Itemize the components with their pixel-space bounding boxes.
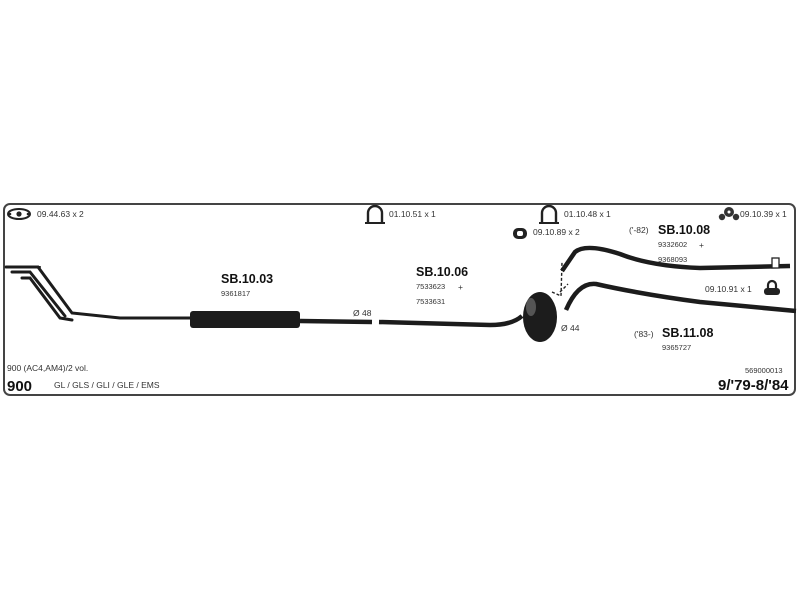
- pipe-diameter: Ø 48: [353, 308, 372, 318]
- u-clamp-icon: [539, 204, 559, 224]
- tailpipe-late: [563, 281, 797, 314]
- u-clamp-icon: [365, 204, 385, 224]
- outlet-diameter: Ø 44: [561, 323, 580, 333]
- diagram-frame: [3, 203, 796, 396]
- part-number: 9368093: [658, 255, 688, 264]
- model-name: 900: [7, 378, 33, 395]
- hanger-part-label: 09.10.39 x 1: [740, 209, 787, 219]
- front-silencer: [190, 311, 300, 328]
- vehicle-variant: 900 (AC4,AM4)/2 vol.: [7, 363, 89, 373]
- section-code: SB.10.03: [221, 272, 274, 286]
- part-number: 9361817: [221, 289, 251, 298]
- part-number: 9365727: [662, 343, 692, 352]
- section-code: SB.10.06: [416, 265, 469, 279]
- diagram-number: 569000013: [745, 366, 783, 375]
- tail-tip: [771, 257, 780, 269]
- tailpipe-early: [560, 245, 791, 273]
- part-number: 9332602: [658, 240, 688, 249]
- hanger-part-label: 09.10.91 x 1: [705, 284, 752, 294]
- plus-sign: +: [699, 240, 704, 250]
- section-code: SB.10.08: [658, 223, 711, 237]
- gasket-part-label: 09.44.63 x 2: [37, 209, 84, 219]
- mounting-rubber-icon: [513, 228, 527, 239]
- section-code: SB.11.08: [662, 326, 714, 340]
- part-number: 7533631: [416, 297, 446, 306]
- clamp-part-label: 01.10.48 x 1: [564, 209, 611, 219]
- hanger-icon: [764, 279, 780, 295]
- rubber-hanger-icon: [718, 207, 740, 221]
- rear-silencer: [523, 292, 557, 342]
- gasket-icon: [7, 208, 31, 220]
- plus-sign: +: [458, 282, 463, 292]
- production-years: 9/'79-8/'84: [718, 377, 789, 394]
- year-range: ('-82): [629, 225, 649, 235]
- part-number: 7533623: [416, 282, 446, 291]
- trim-levels: GL / GLS / GLI / GLE / EMS: [54, 380, 160, 390]
- joint-dash: [551, 261, 569, 298]
- mount-part-label: 09.10.89 x 2: [533, 227, 580, 237]
- front-pipe: [4, 265, 194, 322]
- intermediate-pipe: [299, 314, 524, 328]
- clamp-part-label: 01.10.51 x 1: [389, 209, 436, 219]
- year-range: ('83-): [634, 329, 654, 339]
